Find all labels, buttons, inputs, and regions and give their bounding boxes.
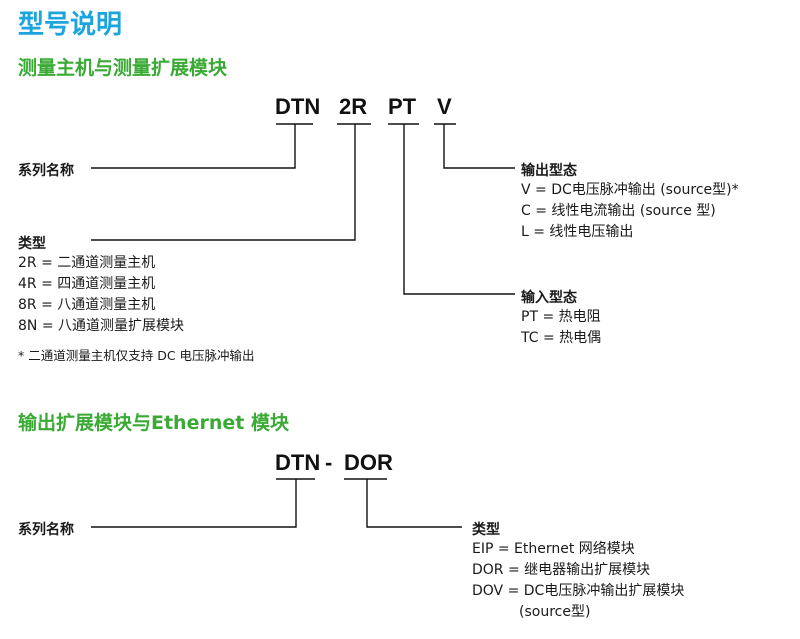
leader-output <box>443 124 515 169</box>
series-label: 系列名称 <box>18 163 74 179</box>
input-item: TC = 热电偶 <box>521 330 602 346</box>
input-label: 输入型态 <box>521 290 577 306</box>
type-item-2: DOR = 继电器输出扩展模块 <box>472 562 651 578</box>
series-label-2: 系列名称 <box>18 522 74 538</box>
type-label-2: 类型 <box>472 522 500 538</box>
leader-series-2 <box>91 479 297 528</box>
section1-heading: 测量主机与测量扩展模块 <box>18 57 228 79</box>
leader-type <box>91 124 356 241</box>
code-input: PT <box>388 94 417 119</box>
output-label: 输出型态 <box>521 163 577 179</box>
type-item: 4R = 四通道测量主机 <box>18 276 156 292</box>
leader-series <box>91 124 296 169</box>
section2-heading: 输出扩展模块与Ethernet 模块 <box>18 412 289 434</box>
code-type: 2R <box>339 94 368 119</box>
type-item: 8R = 八通道测量主机 <box>18 297 156 313</box>
type-item-2: (source型) <box>519 604 591 620</box>
code-series-2: DTN <box>275 450 321 475</box>
type-note: * 二通道测量主机仅支持 DC 电压脉冲输出 <box>18 348 255 363</box>
code-series: DTN <box>275 94 321 119</box>
output-item: V = DC电压脉冲输出 (source型)* <box>521 182 739 198</box>
output-item: C = 线性电流输出 (source 型) <box>521 203 716 219</box>
code-output: V <box>437 94 452 119</box>
output-item: L = 线性电压输出 <box>521 224 634 240</box>
type-item: 2R = 二通道测量主机 <box>18 255 156 271</box>
code-dor: DOR <box>344 450 393 475</box>
leader-input <box>403 124 515 295</box>
type-label: 类型 <box>18 236 46 252</box>
leader-type-2 <box>366 479 462 528</box>
type-item-2: EIP = Ethernet 网络模块 <box>472 541 635 557</box>
type-item-2: DOV = DC电压脉冲输出扩展模块 <box>472 583 685 599</box>
type-item: 8N = 八通道测量扩展模块 <box>18 318 185 334</box>
input-item: PT = 热电阻 <box>521 309 601 325</box>
page-title: 型号说明 <box>18 10 123 40</box>
code-dash: - <box>325 450 333 475</box>
